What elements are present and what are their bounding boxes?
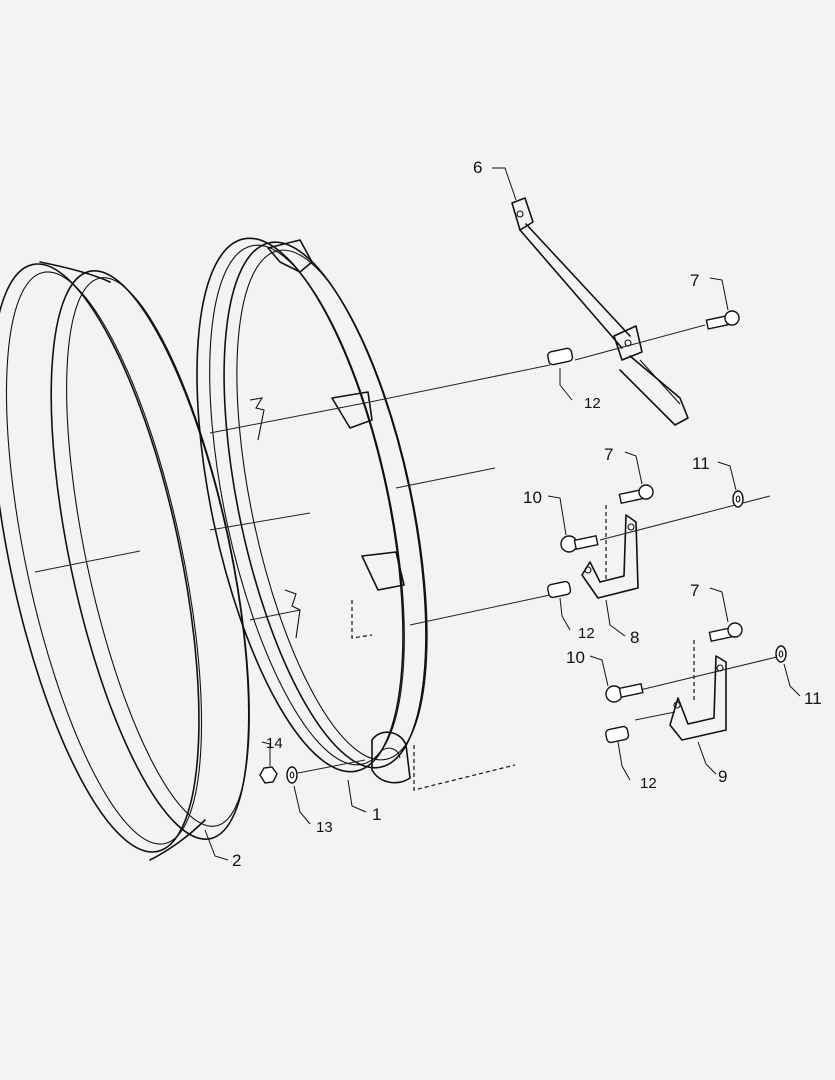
spacer-part-12-top: [547, 347, 574, 366]
washer-part-13: [286, 766, 298, 784]
callout-12-top: 12: [584, 395, 601, 412]
washer-part-11-upper: [732, 490, 744, 508]
callout-8: 8: [630, 628, 639, 647]
callout-9: 9: [718, 767, 727, 786]
callout-1: 1: [372, 805, 381, 824]
callout-7-lower: 7: [690, 581, 699, 600]
callout-labels: 6 7 12 7 11 10 12 8 7 10 11 12 9 14 13 1…: [232, 158, 822, 870]
dashed-alignment-lines: [351, 505, 695, 791]
bracket-part-8: [581, 514, 639, 599]
callout-10-lower: 10: [566, 648, 585, 667]
callout-2: 2: [232, 851, 241, 870]
callout-11-lower: 11: [804, 689, 822, 708]
callout-10-upper: 10: [523, 488, 542, 507]
callout-7-middle: 7: [604, 445, 613, 464]
bolt-part-7-middle: [618, 484, 654, 505]
bolt-part-10-lower: [605, 682, 644, 703]
support-strap-part-6: [511, 197, 689, 426]
callout-13: 13: [316, 819, 333, 836]
callout-11-upper: 11: [692, 454, 710, 473]
bolt-part-7-top: [705, 310, 740, 330]
spacer-part-12-middle: [547, 580, 572, 599]
callout-12-middle: 12: [578, 625, 595, 642]
inner-rim-part-1: [196, 237, 428, 784]
bolt-part-10-upper: [560, 534, 599, 553]
callout-14: 14: [266, 735, 283, 752]
callout-leaders: [204, 167, 801, 861]
washer-part-11-lower: [775, 645, 787, 663]
bolt-part-7-lower: [708, 622, 743, 643]
spacer-part-12-lower: [605, 725, 630, 744]
outer-rim-part-2: [0, 261, 250, 861]
nut-part-14: [259, 766, 278, 784]
bracket-part-9: [669, 655, 727, 741]
callout-6: 6: [473, 158, 482, 177]
callout-12-lower: 12: [640, 775, 657, 792]
callout-7-top: 7: [690, 271, 699, 290]
